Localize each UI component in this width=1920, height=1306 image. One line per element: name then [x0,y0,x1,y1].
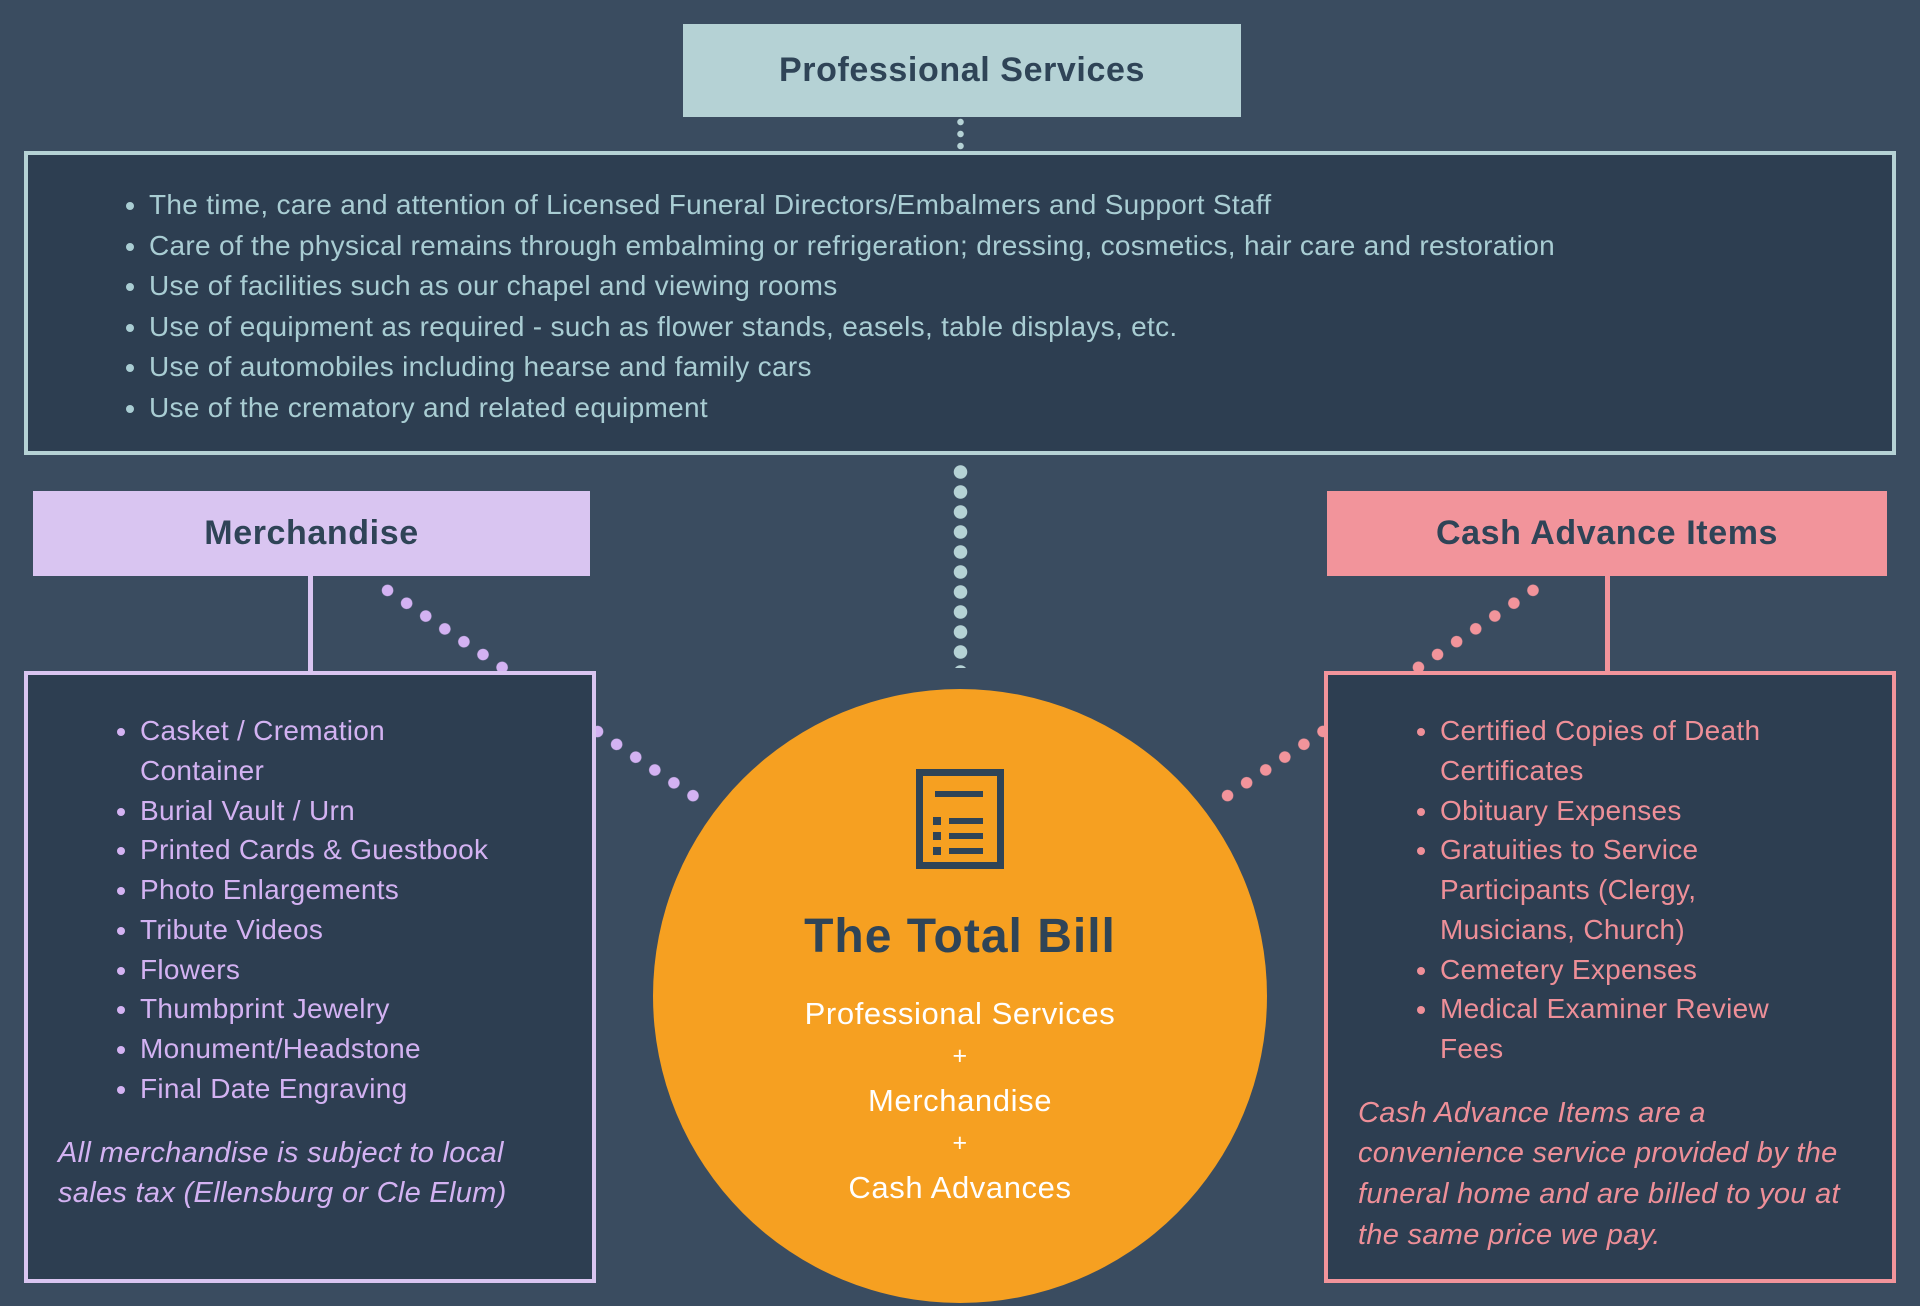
professional-services-box: The time, care and attention of Licensed… [24,151,1896,455]
list-item: Printed Cards & Guestbook [140,830,512,870]
sum-professional-services: Professional Services [804,996,1116,1031]
list-item: Casket / Cremation Container [140,711,512,791]
list-item: Use of facilities such as our chapel and… [149,266,1852,307]
plus-sign: + [952,1129,968,1157]
list-item: Photo Enlargements [140,870,512,910]
total-bill-circle: The Total Bill Professional Services + M… [653,689,1267,1303]
bill-document-icon [916,769,1004,869]
professional-services-header: Professional Services [683,24,1241,117]
professional-services-title: Professional Services [778,51,1145,89]
total-bill-sum: Professional Services + Merchandise + Ca… [805,984,1116,1206]
cash-advance-box: Certified Copies of Death CertificatesOb… [1324,671,1896,1283]
list-item: Care of the physical remains through emb… [149,226,1852,267]
total-bill-title: The Total Bill [804,910,1116,963]
merchandise-note: All merchandise is subject to local sale… [58,1136,507,1210]
merchandise-header: Merchandise [33,491,590,576]
sum-merchandise: Merchandise [867,1083,1053,1118]
cash-advance-list: Certified Copies of Death CertificatesOb… [1358,711,1862,1069]
plus-sign: + [952,1042,968,1070]
list-item: Use of automobiles including hearse and … [149,347,1852,388]
merchandise-list: Casket / Cremation ContainerBurial Vault… [58,711,562,1109]
merchandise-title: Merchandise [204,514,419,552]
cash-advance-header: Cash Advance Items [1327,491,1887,576]
merchandise-box: Casket / Cremation ContainerBurial Vault… [24,671,596,1283]
connector-professional-stem [957,116,964,154]
list-item: Obituary Expenses [1440,791,1812,831]
cash-advance-title: Cash Advance Items [1435,514,1779,552]
connector-merchandise-line [308,574,313,674]
list-item: Use of equipment as required - such as f… [149,307,1852,348]
cash-advance-note: Cash Advance Items are a convenience ser… [1358,1096,1840,1251]
connector-cash-advance-line [1605,574,1610,674]
list-item: Monument/Headstone [140,1029,512,1069]
list-item: Cemetery Expenses [1440,950,1812,990]
sum-cash-advances: Cash Advances [848,1170,1072,1205]
list-item: The time, care and attention of Licensed… [149,185,1852,226]
list-item: Gratuities to Service Participants (Cler… [1440,830,1812,949]
list-item: Burial Vault / Urn [140,791,512,831]
list-item: Flowers [140,950,512,990]
list-item: Medical Examiner Review Fees [1440,989,1812,1069]
list-item: Final Date Engraving [140,1069,512,1109]
list-item: Use of the crematory and related equipme… [149,388,1852,429]
connector-professional-dotted-line [953,462,968,668]
list-item: Thumbprint Jewelry [140,989,512,1029]
list-item: Tribute Videos [140,910,512,950]
list-item: Certified Copies of Death Certificates [1440,711,1812,791]
professional-services-list: The time, care and attention of Licensed… [68,185,1852,429]
